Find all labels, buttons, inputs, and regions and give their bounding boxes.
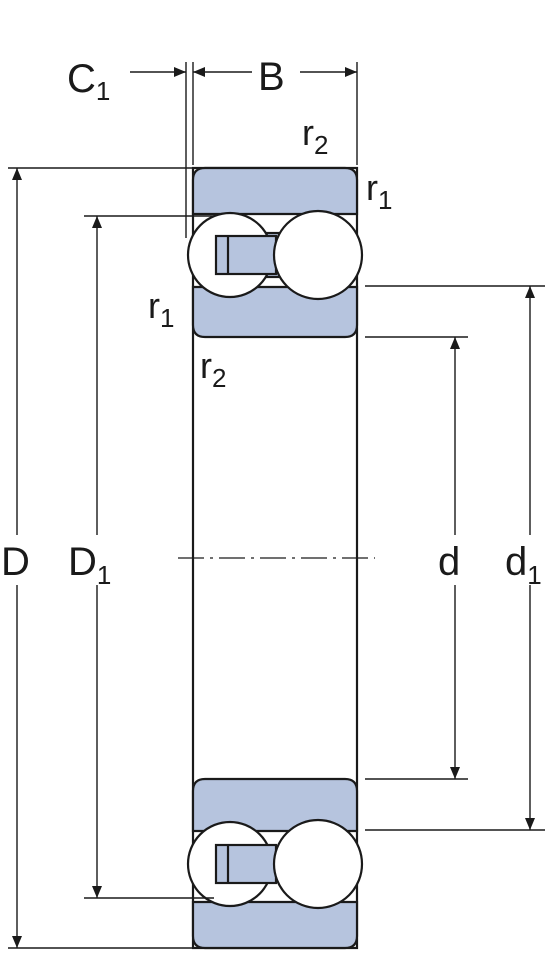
cage-top-front: [214, 234, 278, 276]
dimension-lines: [8, 62, 545, 949]
label-r2-top: r2: [302, 112, 328, 160]
cage-bottom: [214, 843, 278, 885]
bottom-section: [186, 777, 364, 950]
label-d-outer: D: [1, 540, 30, 584]
label-d-bore: d: [438, 540, 460, 584]
outer-ring-bottom: [191, 900, 359, 950]
label-d1-outer: D1: [68, 540, 111, 590]
label-b: B: [258, 55, 285, 99]
dimension-labels: C1 B r2 r1 r1 r2 D D1 d d1: [1, 55, 542, 590]
label-c1: C1: [67, 57, 110, 106]
top-section: [186, 166, 364, 339]
inner-ring-bottom: [191, 777, 359, 833]
ball-top-right: [272, 209, 364, 301]
label-d1-inner: d1: [505, 540, 542, 590]
ball-bottom-right: [272, 818, 364, 910]
outer-ring-top: [191, 166, 359, 216]
label-r2-left: r2: [200, 345, 226, 393]
label-r1-top: r1: [366, 167, 392, 215]
label-r1-left: r1: [148, 285, 174, 333]
